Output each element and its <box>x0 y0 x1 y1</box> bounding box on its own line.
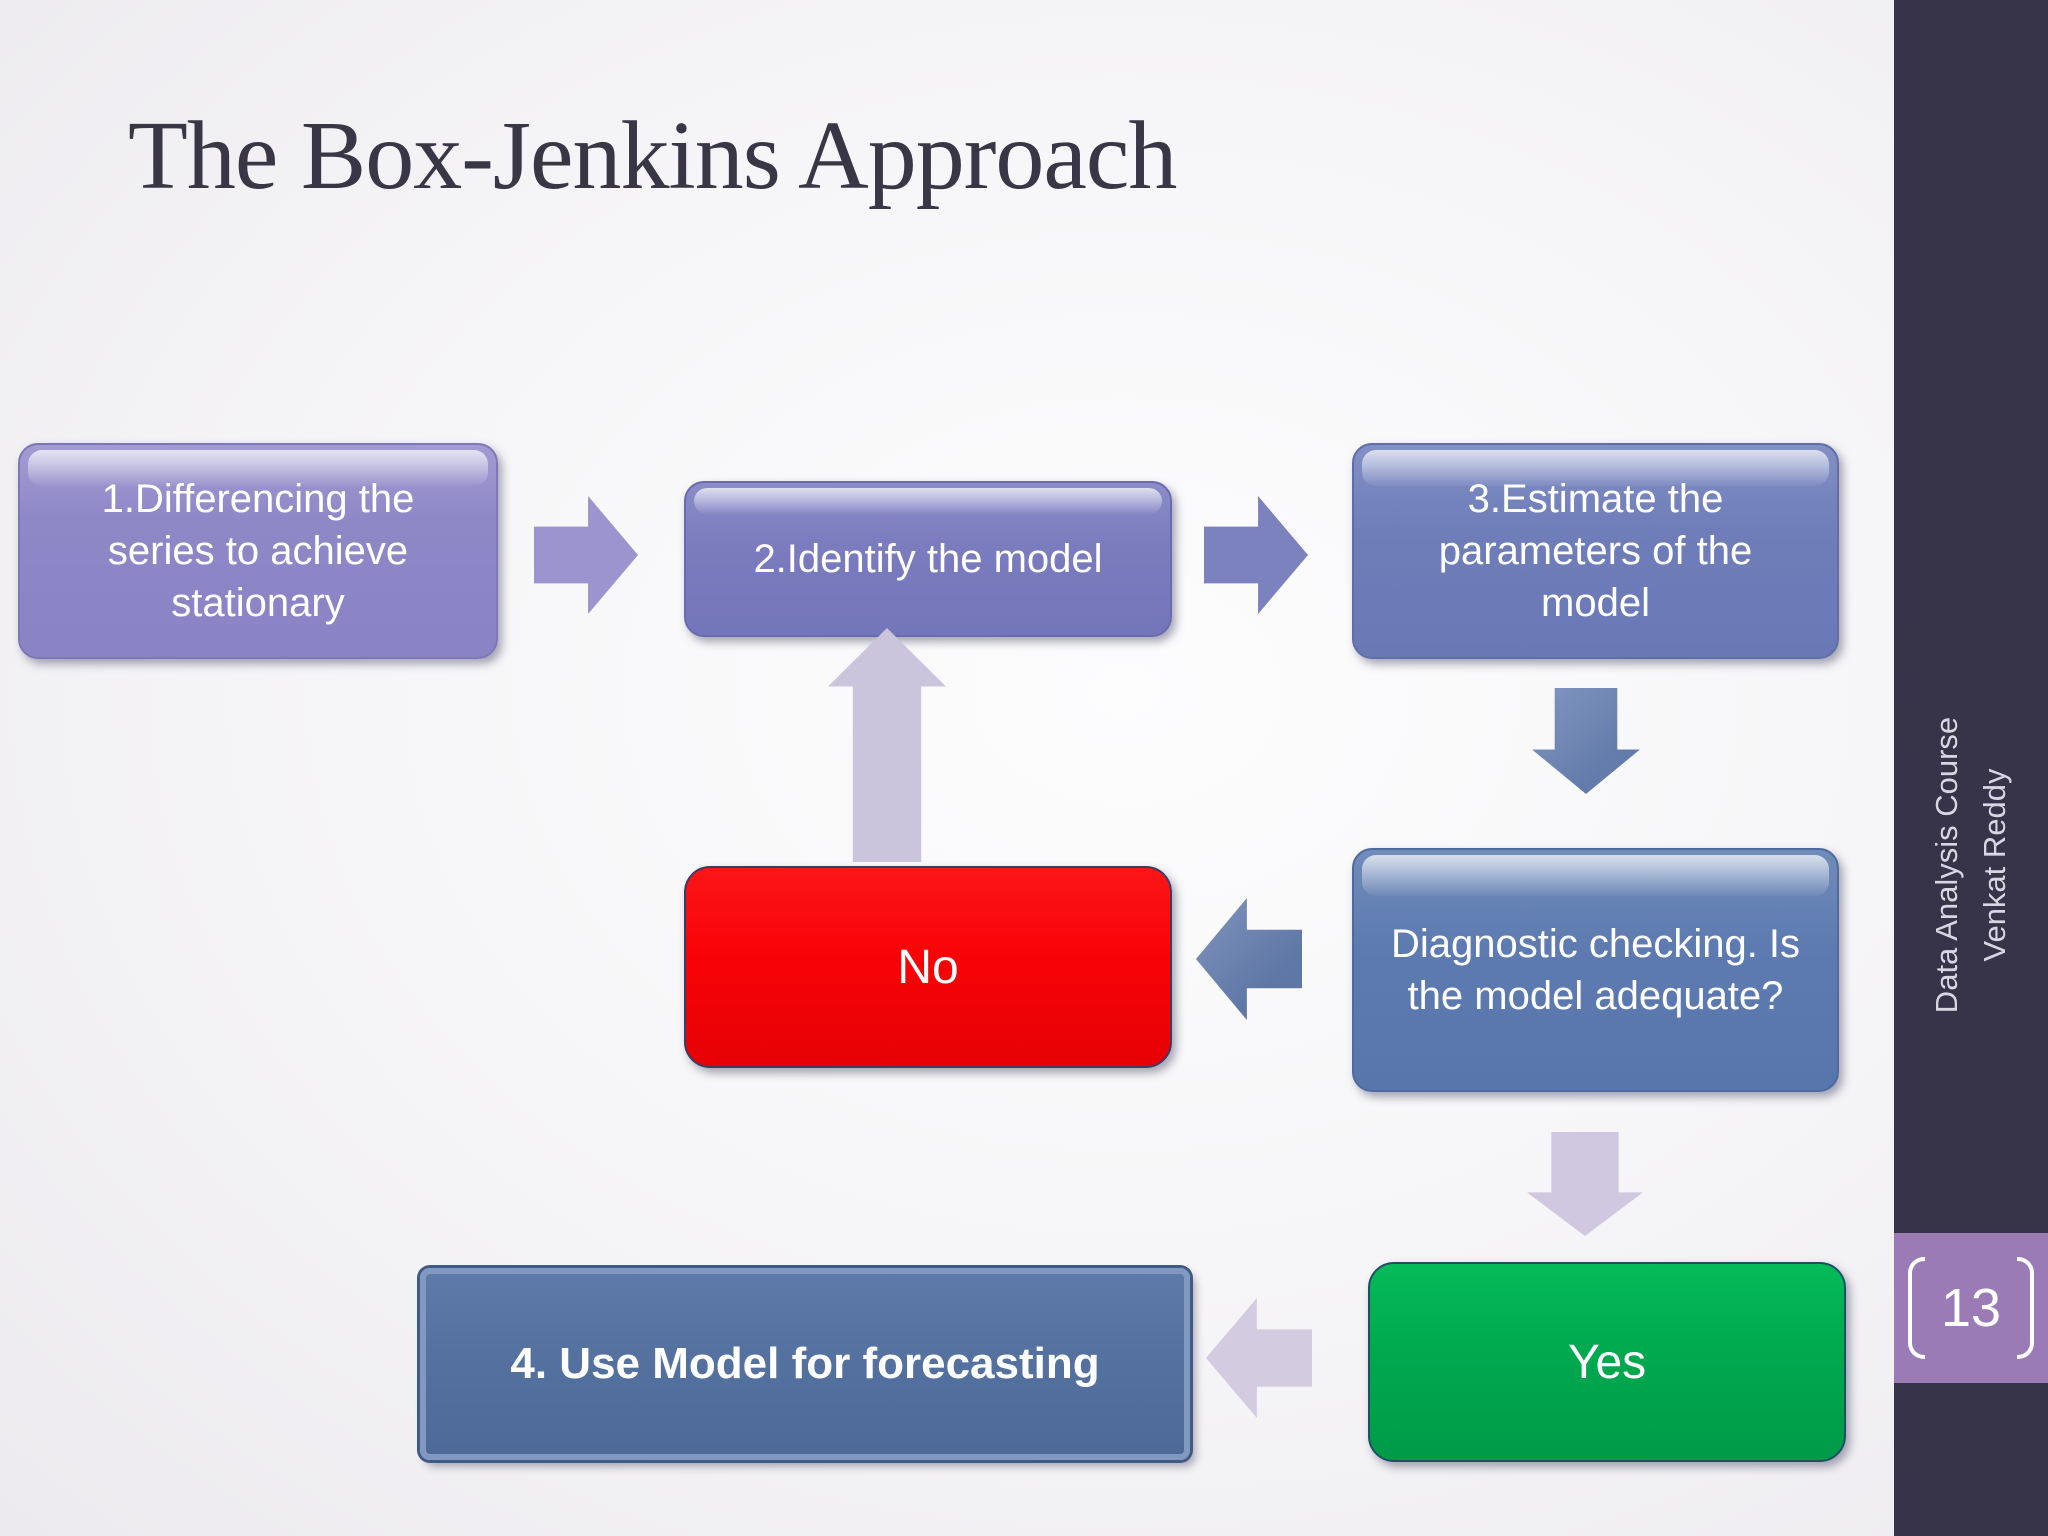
flow-step-diagnostic-label: Diagnostic checking. Is the model adequa… <box>1390 922 1801 1018</box>
arrow-down-lavender-icon <box>1527 1132 1643 1236</box>
flow-step-2: 2.Identify the model <box>684 481 1172 637</box>
flow-step-diagnostic: Diagnostic checking. Is the model adequa… <box>1352 848 1839 1092</box>
page-number-badge: 13 <box>1894 1233 2048 1383</box>
right-bracket-icon <box>2017 1257 2035 1359</box>
arrow-right-1-icon <box>534 496 638 614</box>
arrow-left-lavender-icon <box>1206 1298 1312 1418</box>
sidebar-course-line1: Data Analysis Course <box>1928 716 1964 1014</box>
sidebar-course-line2: Venkat Reddy <box>1977 768 2012 962</box>
flow-step-4-label: 4. Use Model for forecasting <box>510 1339 1100 1388</box>
flow-node-no: No <box>684 866 1172 1068</box>
flow-node-yes-label: Yes <box>1567 1335 1647 1389</box>
flow-step-1-label: 1.Differencing the series to achieve sta… <box>101 477 415 625</box>
sidebar-course-text: Data Analysis Course Venkat Reddy <box>1923 717 2019 1013</box>
flow-step-2-label: 2.Identify the model <box>753 536 1103 581</box>
left-bracket-icon <box>1907 1257 1925 1359</box>
gloss-highlight <box>694 488 1162 514</box>
flow-step-3-label: 3.Estimate the parameters of the model <box>1438 477 1753 625</box>
flow-node-yes: Yes <box>1368 1262 1846 1462</box>
page-number: 13 <box>1940 1278 2002 1338</box>
slide-title: The Box-Jenkins Approach <box>128 102 1177 210</box>
flow-step-1: 1.Differencing the series to achieve sta… <box>18 443 498 659</box>
arrow-down-blue-icon <box>1532 688 1640 794</box>
arrow-right-2-icon <box>1204 496 1308 614</box>
flow-step-3: 3.Estimate the parameters of the model <box>1352 443 1839 659</box>
sidebar: Data Analysis Course Venkat Reddy 13 <box>1894 0 2048 1536</box>
arrow-up-lavender-icon <box>828 628 946 862</box>
flow-node-no-label: No <box>897 940 959 994</box>
arrow-left-blue-icon <box>1196 898 1302 1020</box>
gloss-highlight <box>1362 855 1829 896</box>
flow-step-4: 4. Use Model for forecasting <box>420 1268 1190 1460</box>
